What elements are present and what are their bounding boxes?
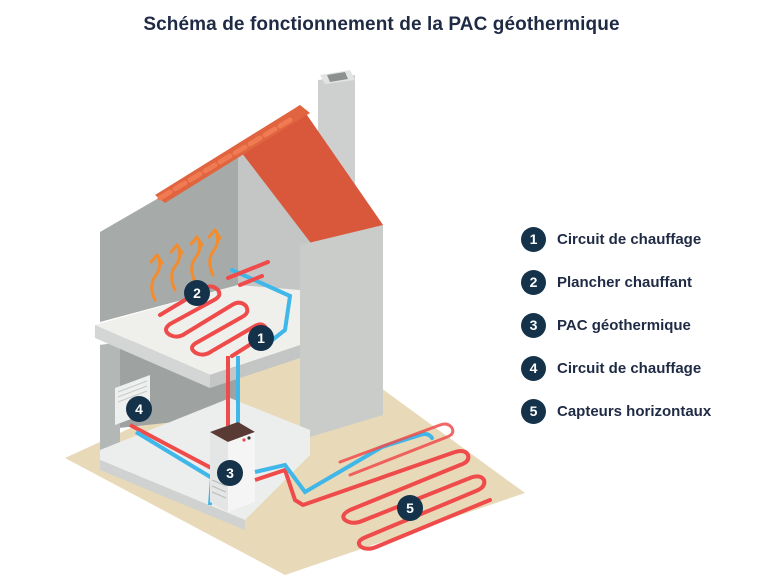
legend-badge: 2 (521, 269, 546, 295)
legend-badge: 4 (521, 355, 546, 381)
legend-item: 5 Capteurs horizontaux (521, 398, 757, 424)
page-title: Schéma de fonctionnement de la PAC géoth… (143, 14, 620, 35)
right-wall (300, 225, 383, 440)
legend-badge: 5 (521, 398, 546, 424)
legend-label: Circuit de chauffage (557, 230, 702, 248)
diagram-badge-4: 4 (126, 396, 152, 422)
legend-item: 1 Circuit de chauffage (521, 226, 757, 252)
legend-item: 3 PAC géothermique (521, 312, 757, 338)
diagram-badge-1: 1 (248, 325, 274, 351)
diagram-badge-2: 2 (184, 280, 210, 306)
svg-text:5: 5 (406, 500, 414, 516)
roof (238, 105, 383, 255)
svg-text:4: 4 (135, 401, 143, 417)
diagram-badge-3: 3 (217, 460, 243, 486)
ground-floor (100, 398, 310, 520)
left-wall (100, 152, 238, 322)
legend-label: Capteurs horizontaux (557, 402, 712, 420)
legend-label: Plancher chauffant (557, 273, 693, 291)
heat-arrows (149, 228, 222, 302)
legend-badge: 3 (521, 312, 546, 338)
underfloor-heating-coil (158, 284, 269, 358)
legend-badge: 1 (521, 226, 546, 252)
legend-label: Circuit de chauffage (557, 359, 702, 377)
diagram-badge-5: 5 (397, 495, 423, 521)
legend-item: 2 Plancher chauffant (521, 269, 757, 295)
svg-text:1: 1 (257, 330, 265, 346)
svg-text:3: 3 (226, 465, 234, 481)
svg-text:2: 2 (193, 285, 201, 301)
legend-item: 4 Circuit de chauffage (521, 355, 757, 381)
legend: 1 Circuit de chauffage 2 Plancher chauff… (521, 226, 757, 441)
legend-label: PAC géothermique (557, 316, 691, 334)
